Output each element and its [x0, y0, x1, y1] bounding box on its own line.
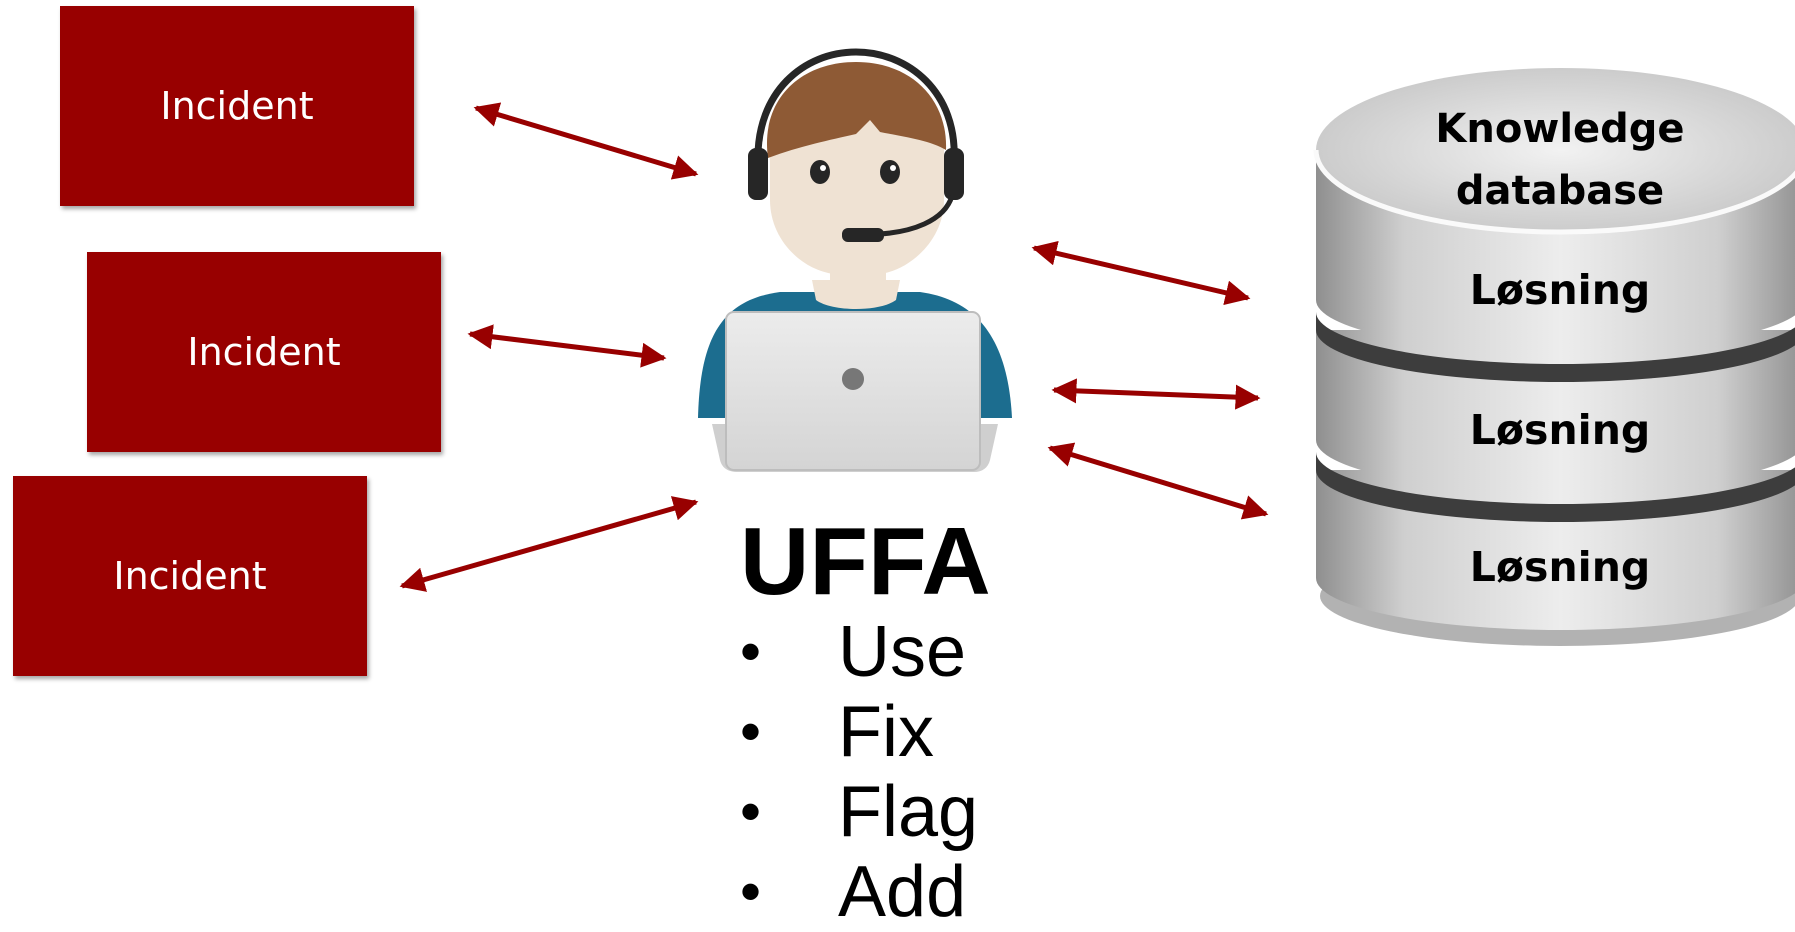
- bullet-icon: •: [740, 698, 762, 765]
- bullet-icon: •: [740, 858, 762, 925]
- database-cylinder-icon: [1313, 68, 1795, 646]
- database-solution-label: Løsning: [1469, 406, 1651, 454]
- uffa-item-label: Flag: [838, 772, 979, 852]
- arrow-incident-3-agent: [399, 496, 699, 592]
- uffa-title: UFFA: [740, 508, 991, 615]
- uffa-list-item: • Fix: [740, 692, 978, 772]
- bullet-icon: •: [740, 778, 762, 845]
- uffa-list-item: • Use: [740, 612, 978, 692]
- arrow-incident-2-agent: [467, 324, 667, 368]
- uffa-list-item: • Flag: [740, 772, 978, 852]
- database-title: Knowledge database: [1435, 106, 1685, 214]
- support-agent-icon: [698, 48, 1012, 472]
- incident-box: Incident: [87, 252, 441, 452]
- bullet-icon: •: [740, 618, 762, 685]
- incident-label: Incident: [187, 330, 341, 374]
- incident-label: Incident: [160, 84, 314, 128]
- incident-label: Incident: [113, 554, 267, 598]
- arrow-agent-database-mid: [1051, 378, 1261, 410]
- uffa-item-label: Use: [838, 612, 967, 692]
- arrow-agent-database-top: [1031, 240, 1251, 306]
- connector-arrows: [399, 102, 1269, 592]
- uffa-list: • Use • Fix • Flag • Add: [740, 612, 978, 932]
- uffa-list-item: • Add: [740, 852, 978, 932]
- arrow-incident-1-agent: [473, 102, 699, 180]
- database-solution-label: Løsning: [1469, 543, 1651, 591]
- incident-box: Incident: [60, 6, 414, 206]
- uffa-item-label: Fix: [838, 692, 934, 772]
- uffa-item-label: Add: [838, 852, 967, 932]
- database-solution-label: Løsning: [1469, 266, 1651, 314]
- incident-box: Incident: [13, 476, 367, 676]
- arrow-agent-database-bottom: [1047, 442, 1269, 520]
